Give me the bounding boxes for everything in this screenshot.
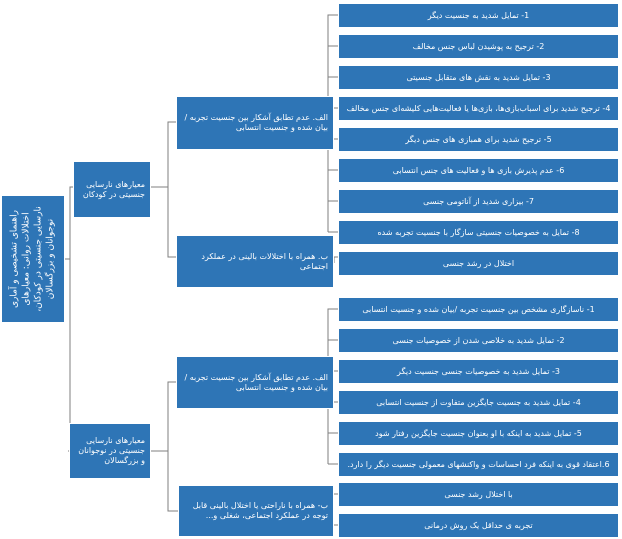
children-a-item-8: 8- تمایل به خصوصیات جنسیتی سازگار با جنس… — [338, 220, 619, 245]
children-criteria-box: معیارهای نارسایی جنسیتی در کودکان — [73, 161, 151, 218]
children-criterion-b-box: ب. همراه با اختلالات بالینی در عملکرد اج… — [176, 235, 334, 288]
item-text: 8- تمایل به خصوصیات جنسیتی سازگار با جنس… — [377, 227, 580, 237]
children-a-item-7: 7- بیزاری شدید از آناتومی جنسی — [338, 189, 619, 214]
item-text: 2- تمایل شدید به خلاصی شدن از خصوصیات جن… — [392, 335, 565, 345]
children-a-item-3: 3- تمایل شدید به نقش های متقابل جنسیتی — [338, 65, 619, 90]
children-criterion-b: ب. همراه با اختلالات بالینی در عملکرد اج… — [201, 251, 328, 271]
item-text: 4- ترجیح شدید برای اسباب‌بازی‌ها، بازی‌ه… — [346, 103, 611, 113]
item-text: 4- تمایل شدید به جنسیت جایگزین متفاوت از… — [376, 397, 581, 407]
adults-criterion-a-box: الف. عدم تطابق آشکار بین جنسیت تجربه /بی… — [176, 356, 334, 409]
item-text: 6.اعتقاد قوی به اینکه فرد احساسات و واکن… — [347, 459, 610, 469]
adults-criterion-b: ب- همراه با ناراحتی یا اختلال بالینی قاب… — [192, 501, 328, 520]
item-text: 1- تمایل شدید به جنسیت دیگر — [427, 10, 530, 20]
item-text: 3- تمایل شدید به نقش های متقابل جنسیتی — [406, 72, 551, 82]
adults-a-item-1: 1- ناسازگاری مشخص بین جنسیت تجربه /بیان … — [338, 297, 619, 322]
item-text: 2- ترجیح به پوشیدن لباس جنس مخالف — [412, 41, 545, 51]
children-a-item-5: 5- ترجیح شدید برای همبازی های جنس دیگر — [338, 127, 619, 152]
item-text: 1- ناسازگاری مشخص بین جنسیت تجربه /بیان … — [362, 304, 595, 314]
children-criteria-label: معیارهای نارسایی جنسیتی در کودکان — [82, 179, 145, 199]
item-text: اختلال در رشد جنسی — [442, 258, 515, 268]
item-text: 7- بیزاری شدید از آناتومی جنسی — [423, 196, 534, 206]
adults-a-item-5: 5- تمایل شدید به اینکه با او بعنوان جنسی… — [338, 421, 619, 446]
item-text: 5- ترجیح شدید برای همبازی های جنس دیگر — [405, 134, 552, 144]
children-a-item-1: 1- تمایل شدید به جنسیت دیگر — [338, 3, 619, 28]
item-text: 6- عدم پذیرش بازی ها و فعالیت های جنس ان… — [392, 165, 565, 175]
children-a-item-2: 2- ترجیح به پوشیدن لباس جنس مخالف — [338, 34, 619, 59]
adults-criteria-label: معیارهای نارسایی جنسیتی در نوجوانان و بز… — [78, 436, 145, 465]
adults-criterion-a: الف. عدم تطابق آشکار بین جنسیت تجربه /بی… — [184, 372, 329, 392]
item-text: تجربه ی حداقل یک روش درمانی — [424, 520, 533, 530]
root-title: راهنمای تشخیصی و آماری اختلالات روانی: م… — [9, 206, 57, 312]
adults-criteria-box: معیارهای نارسایی جنسیتی در نوجوانان و بز… — [69, 423, 151, 479]
adults-a-item-6: 6.اعتقاد قوی به اینکه فرد احساسات و واکن… — [338, 452, 619, 477]
root-title-box: راهنمای تشخیصی و آماری اختلالات روانی: م… — [1, 195, 65, 323]
adults-criterion-b-box: ب- همراه با ناراحتی یا اختلال بالینی قاب… — [178, 485, 334, 537]
item-text: با اختلال رشد جنسی — [444, 489, 513, 499]
adults-b-item-1: با اختلال رشد جنسی — [338, 482, 619, 507]
children-criterion-a-box: الف. عدم تطابق آشکار بین جنسیت تجربه /بی… — [176, 96, 334, 150]
adults-b-item-2: تجربه ی حداقل یک روش درمانی — [338, 513, 619, 538]
children-b-item-1: اختلال در رشد جنسی — [338, 251, 619, 276]
adults-a-item-4: 4- تمایل شدید به جنسیت جایگزین متفاوت از… — [338, 390, 619, 415]
adults-a-item-2: 2- تمایل شدید به خلاصی شدن از خصوصیات جن… — [338, 328, 619, 353]
children-criterion-a: الف. عدم تطابق آشکار بین جنسیت تجربه /بی… — [184, 113, 329, 132]
children-a-item-6: 6- عدم پذیرش بازی ها و فعالیت های جنس ان… — [338, 158, 619, 183]
adults-a-item-3: 3- تمایل شدید به خصوصیات جنسی جنسیت دیگر — [338, 359, 619, 384]
item-text: 5- تمایل شدید به اینکه با او بعنوان جنسی… — [375, 428, 582, 438]
item-text: 3- تمایل شدید به خصوصیات جنسی جنسیت دیگر — [397, 366, 560, 376]
children-a-item-4: 4- ترجیح شدید برای اسباب‌بازی‌ها، بازی‌ه… — [338, 96, 619, 121]
